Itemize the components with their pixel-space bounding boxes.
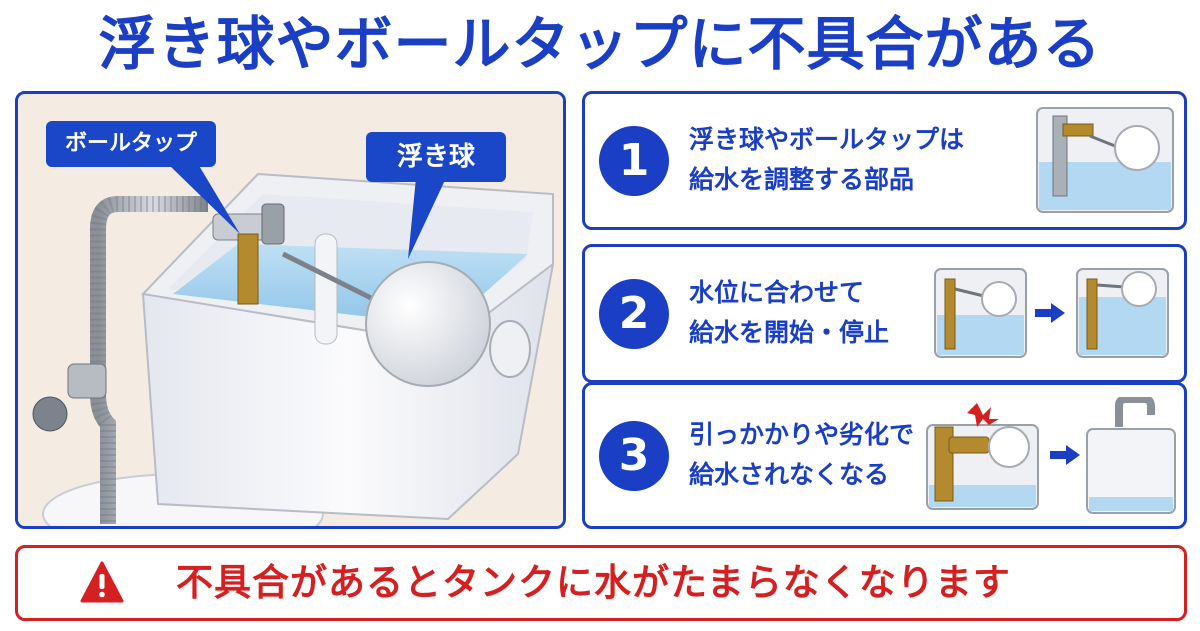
step-2-tank-full-illustration bbox=[1076, 268, 1169, 358]
step-2-text: 水位に合わせて 給水を開始・停止 bbox=[689, 273, 889, 353]
warning-icon bbox=[80, 561, 124, 603]
toilet-tank-illustration: ボールタップ 浮き球 bbox=[15, 91, 566, 529]
ball-tap-label: ボールタップ bbox=[46, 121, 216, 167]
step-2-card: 2 水位に合わせて 給水を開始・停止 bbox=[582, 244, 1187, 383]
step-2-line1: 水位に合わせて bbox=[689, 278, 865, 307]
step-3-stuck-tap-illustration bbox=[926, 403, 1039, 510]
step-3-line2: 給水されなくなる bbox=[689, 460, 890, 489]
step-2-arrow-icon bbox=[1035, 303, 1065, 323]
step-1-text: 浮き球やボールタップは 給水を調整する部品 bbox=[689, 120, 964, 200]
step-3-text: 引っかかりや劣化で 給水されなくなる bbox=[689, 415, 914, 495]
page-title: 浮き球やボールタップに不具合がある bbox=[98, 10, 1102, 78]
warning-banner: 不具合があるとタンクに水がたまらなくなります bbox=[15, 545, 1187, 621]
step-3-number: 3 bbox=[599, 421, 669, 491]
step-3-arrow-icon bbox=[1050, 445, 1080, 465]
step-2-tank-low-illustration bbox=[934, 268, 1027, 358]
step-1-tank-illustration bbox=[1036, 107, 1174, 213]
float-ball-label: 浮き球 bbox=[366, 132, 506, 182]
step-1-line1: 浮き球やボールタップは bbox=[689, 125, 965, 154]
step-2-number: 2 bbox=[599, 279, 669, 349]
step-1-number: 1 bbox=[599, 126, 669, 196]
step-3-card: 3 引っかかりや劣化で 給水されなくなる bbox=[582, 382, 1187, 529]
step-3-line1: 引っかかりや劣化で bbox=[689, 420, 915, 449]
warning-text: 不具合があるとタンクに水がたまらなくなります bbox=[176, 561, 1011, 604]
step-3-empty-tank-illustration bbox=[1086, 397, 1176, 514]
step-1-line2: 給水を調整する部品 bbox=[689, 165, 915, 194]
step-2-line2: 給水を開始・停止 bbox=[689, 318, 890, 347]
step-1-card: 1 浮き球やボールタップは 給水を調整する部品 bbox=[582, 91, 1187, 230]
